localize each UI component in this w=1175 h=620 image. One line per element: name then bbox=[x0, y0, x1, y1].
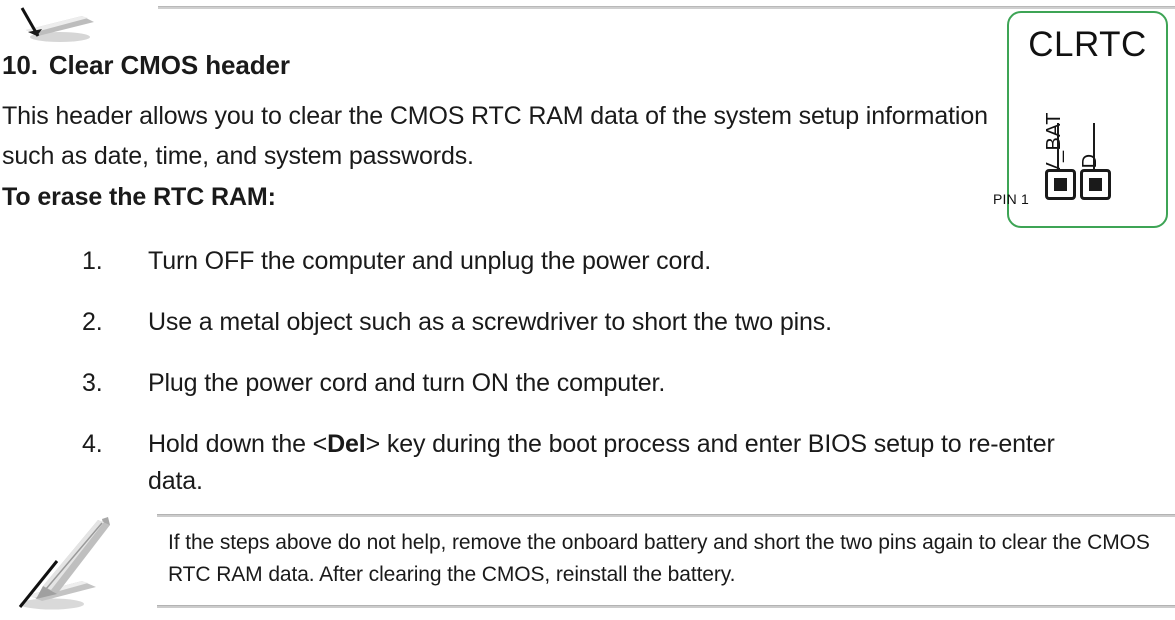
pencil-icon-cropped bbox=[8, 0, 104, 52]
list-item: 1. Turn OFF the computer and unplug the … bbox=[0, 243, 1100, 280]
step-number: 2. bbox=[82, 308, 103, 336]
step-number: 3. bbox=[82, 369, 103, 397]
step-number: 4. bbox=[82, 430, 103, 458]
step-text: Plug the power cord and turn ON the comp… bbox=[148, 369, 666, 397]
section-paragraph: This header allows you to clear the CMOS… bbox=[2, 102, 988, 170]
section-title: Clear CMOS header bbox=[48, 50, 290, 80]
note-box: If the steps above do not help, remove t… bbox=[0, 495, 1175, 615]
pin-dot bbox=[1054, 178, 1067, 191]
pin-dot bbox=[1089, 178, 1102, 191]
note-top-divider bbox=[157, 514, 1175, 517]
list-item: 4. Hold down the <Del> key during the bo… bbox=[0, 426, 1100, 500]
pin-cell-1 bbox=[1045, 169, 1076, 200]
step-text: Turn OFF the computer and unplug the pow… bbox=[148, 247, 712, 275]
top-divider bbox=[158, 6, 1175, 9]
note-bottom-divider bbox=[157, 605, 1175, 608]
list-item: 3. Plug the power cord and turn ON the c… bbox=[0, 365, 1100, 402]
step-text-after: > key during the boot process and enter … bbox=[148, 430, 1055, 495]
list-item: 2. Use a metal object such as a screwdri… bbox=[0, 304, 1100, 341]
note-text: If the steps above do not help, remove t… bbox=[168, 531, 1150, 586]
section-heading: 10. Clear CMOS header bbox=[2, 50, 290, 81]
steps-list: 1. Turn OFF the computer and unplug the … bbox=[0, 243, 1100, 500]
clrtc-diagram: CLRTC +3V_BAT GND PIN 1 bbox=[993, 11, 1168, 228]
step-text: Use a metal object such as a screwdriver… bbox=[148, 308, 832, 336]
section-subheading: To erase the RTC RAM: bbox=[2, 183, 276, 211]
pin-header bbox=[1045, 169, 1111, 200]
step-text: Hold down the <Del> key during the boot … bbox=[148, 430, 1055, 495]
pin1-label: PIN 1 bbox=[993, 191, 1030, 207]
clrtc-title: CLRTC bbox=[1028, 25, 1147, 64]
del-key-label: Del bbox=[327, 430, 366, 458]
pin-cell-2 bbox=[1080, 169, 1111, 200]
pencil-note-icon bbox=[10, 503, 120, 615]
lead-line-2 bbox=[1093, 123, 1095, 175]
section-number: 10. bbox=[2, 50, 38, 80]
step-number: 1. bbox=[82, 247, 103, 275]
step-text-before: Hold down the < bbox=[148, 430, 328, 458]
lead-line-1 bbox=[1057, 123, 1059, 175]
